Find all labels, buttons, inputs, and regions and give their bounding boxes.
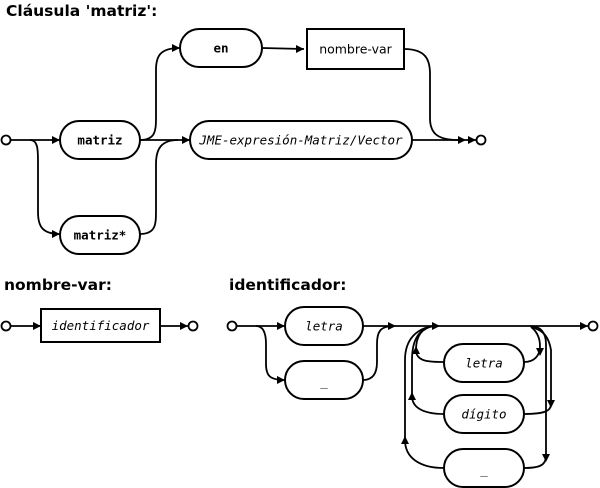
connector bbox=[29, 139, 61, 235]
arrowhead bbox=[408, 392, 416, 400]
expression-label: JME-expresión-Matriz/Vector bbox=[198, 133, 403, 148]
end-terminal bbox=[475, 134, 487, 146]
connector bbox=[411, 325, 445, 415]
clause-title: Cláusula 'matriz': bbox=[6, 2, 157, 20]
arrowhead bbox=[33, 322, 41, 330]
matriz-star-keyword-box bbox=[59, 215, 141, 255]
underscore-first-box bbox=[284, 360, 364, 400]
arrowhead bbox=[277, 322, 285, 330]
connector bbox=[404, 325, 445, 469]
nombre-var-rule: identificador bbox=[0, 308, 199, 343]
arrowhead bbox=[468, 136, 476, 144]
nombre-var-title: nombre-var: bbox=[4, 276, 112, 294]
connector bbox=[523, 326, 552, 415]
matriz-star-keyword-label: matriz* bbox=[74, 228, 127, 243]
arrowhead bbox=[296, 45, 304, 53]
identificador-nonterminal-box bbox=[40, 308, 161, 343]
nombre-var-nonterminal-label: nombre-var bbox=[319, 42, 392, 57]
arrowhead bbox=[547, 400, 555, 408]
arrowhead bbox=[52, 230, 60, 238]
arrowhead bbox=[542, 454, 550, 462]
start-terminal bbox=[0, 320, 12, 332]
end-terminal bbox=[187, 320, 199, 332]
nombre-var-nonterminal-box bbox=[306, 28, 405, 70]
connector bbox=[255, 325, 286, 381]
expression-box bbox=[189, 120, 413, 160]
arrowhead bbox=[182, 136, 190, 144]
identificador-title: identificador: bbox=[229, 276, 346, 294]
letra-loop-box bbox=[443, 343, 525, 383]
arrowhead bbox=[388, 322, 396, 330]
letra-first-label: letra bbox=[305, 319, 343, 334]
start-terminal bbox=[226, 320, 238, 332]
letra-loop-label: letra bbox=[465, 356, 503, 371]
connector bbox=[523, 326, 541, 363]
arrowhead bbox=[458, 136, 466, 144]
end-terminal bbox=[587, 320, 599, 332]
clause-rule: matriz matriz* en nombre-var JME-expresi… bbox=[0, 28, 487, 255]
arrowhead bbox=[536, 348, 544, 356]
digito-loop-label: dígito bbox=[461, 407, 506, 422]
arrowhead bbox=[401, 436, 409, 444]
matriz-keyword-label: matriz bbox=[77, 133, 122, 148]
arrowhead bbox=[180, 322, 188, 330]
letra-first-box bbox=[284, 306, 364, 346]
connector bbox=[523, 325, 547, 469]
arrowhead bbox=[277, 376, 285, 384]
underscore-loop-box bbox=[443, 448, 525, 488]
identificador-nonterminal-label: identificador bbox=[52, 318, 150, 333]
identificador-rule: letra _ letra dígito _ bbox=[226, 306, 599, 488]
arrowhead bbox=[52, 136, 60, 144]
connector bbox=[139, 139, 179, 235]
start-terminal bbox=[0, 134, 12, 146]
connector bbox=[362, 325, 395, 381]
connector bbox=[139, 47, 181, 141]
digito-loop-box bbox=[443, 394, 525, 434]
en-keyword-box bbox=[179, 28, 263, 68]
matriz-keyword-box bbox=[59, 120, 141, 160]
arrowhead bbox=[172, 44, 180, 52]
underscore-first-label: _ bbox=[320, 374, 328, 389]
arrowhead bbox=[580, 322, 588, 330]
connector bbox=[403, 48, 459, 141]
en-keyword-label: en bbox=[213, 41, 228, 56]
arrowhead bbox=[412, 346, 420, 354]
underscore-loop-label: _ bbox=[480, 462, 488, 477]
arrowhead bbox=[432, 322, 440, 330]
